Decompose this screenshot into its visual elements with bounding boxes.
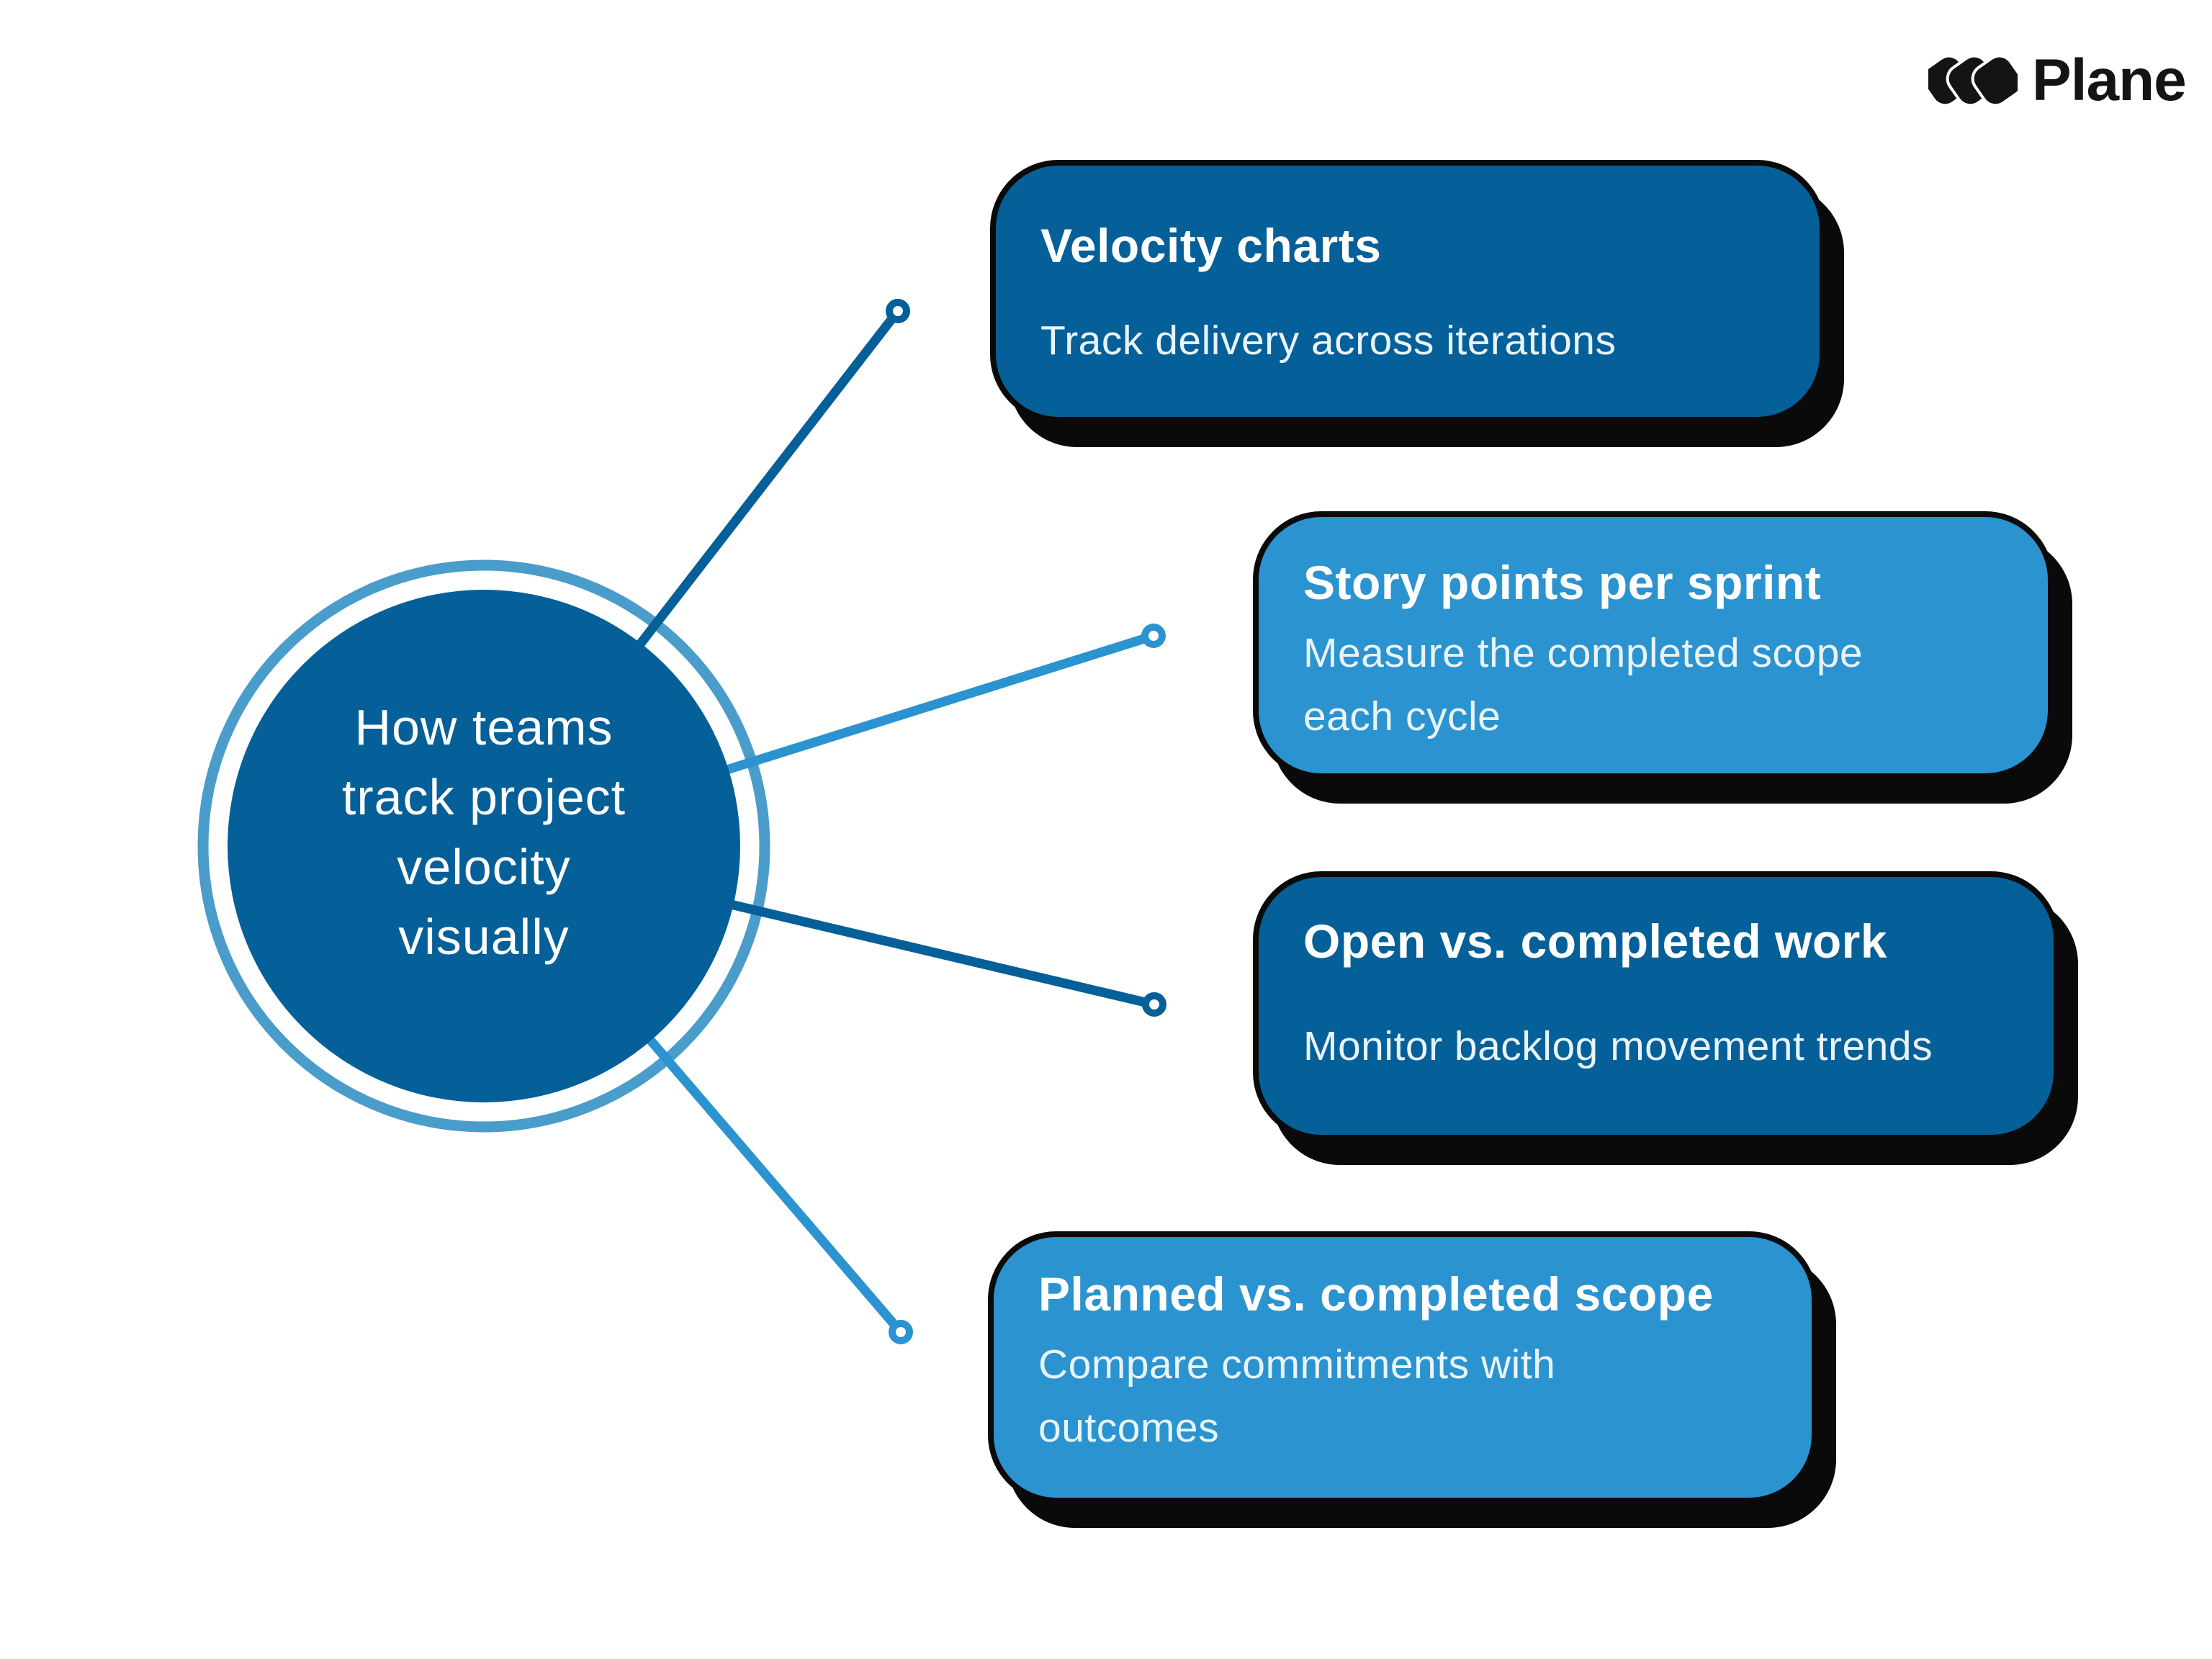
center-circle-outer-ring <box>197 559 770 1133</box>
card-description: Track delivery across iterations <box>1040 317 1617 364</box>
plane-logo-icon <box>1928 54 2018 107</box>
card-description: Compare commitments with outcomes <box>1038 1341 1556 1451</box>
card-title: Open vs. completed work <box>1303 914 1888 968</box>
card-title: Story points per sprint <box>1303 556 1822 609</box>
card-velocity-charts: Velocity charts Track delivery across it… <box>990 160 1825 423</box>
card-description: Monitor backlog movement trends <box>1303 1022 1933 1069</box>
card-description: Measure the completed scope each cycle <box>1303 629 1863 739</box>
center-title-line-3: velocity <box>397 839 571 895</box>
connector-dot-story-points <box>1141 624 1166 648</box>
card-open-vs-completed: Open vs. completed work Monitor backlog … <box>1253 871 2059 1141</box>
center-circle <box>228 590 740 1102</box>
card-story-points: Story points per sprint Measure the comp… <box>1253 511 2054 779</box>
center-title-line-1: How teams <box>354 699 613 755</box>
connector-dot-open-vs-completed <box>1142 992 1166 1017</box>
card-title: Planned vs. completed scope <box>1038 1267 1714 1321</box>
connector-dot-velocity-charts <box>886 299 910 323</box>
card-planned-vs-completed: Planned vs. completed scope Compare comm… <box>988 1231 1817 1503</box>
center-title-line-2: track project <box>341 769 626 825</box>
card-title: Velocity charts <box>1040 219 1382 272</box>
center-title-line-4: visually <box>398 909 570 965</box>
connector-dot-planned-vs-completed <box>889 1320 913 1344</box>
brand-name: Plane <box>2032 48 2187 113</box>
brand: Plane <box>1928 42 2187 120</box>
center-title: How teams track project velocity visuall… <box>196 693 772 972</box>
